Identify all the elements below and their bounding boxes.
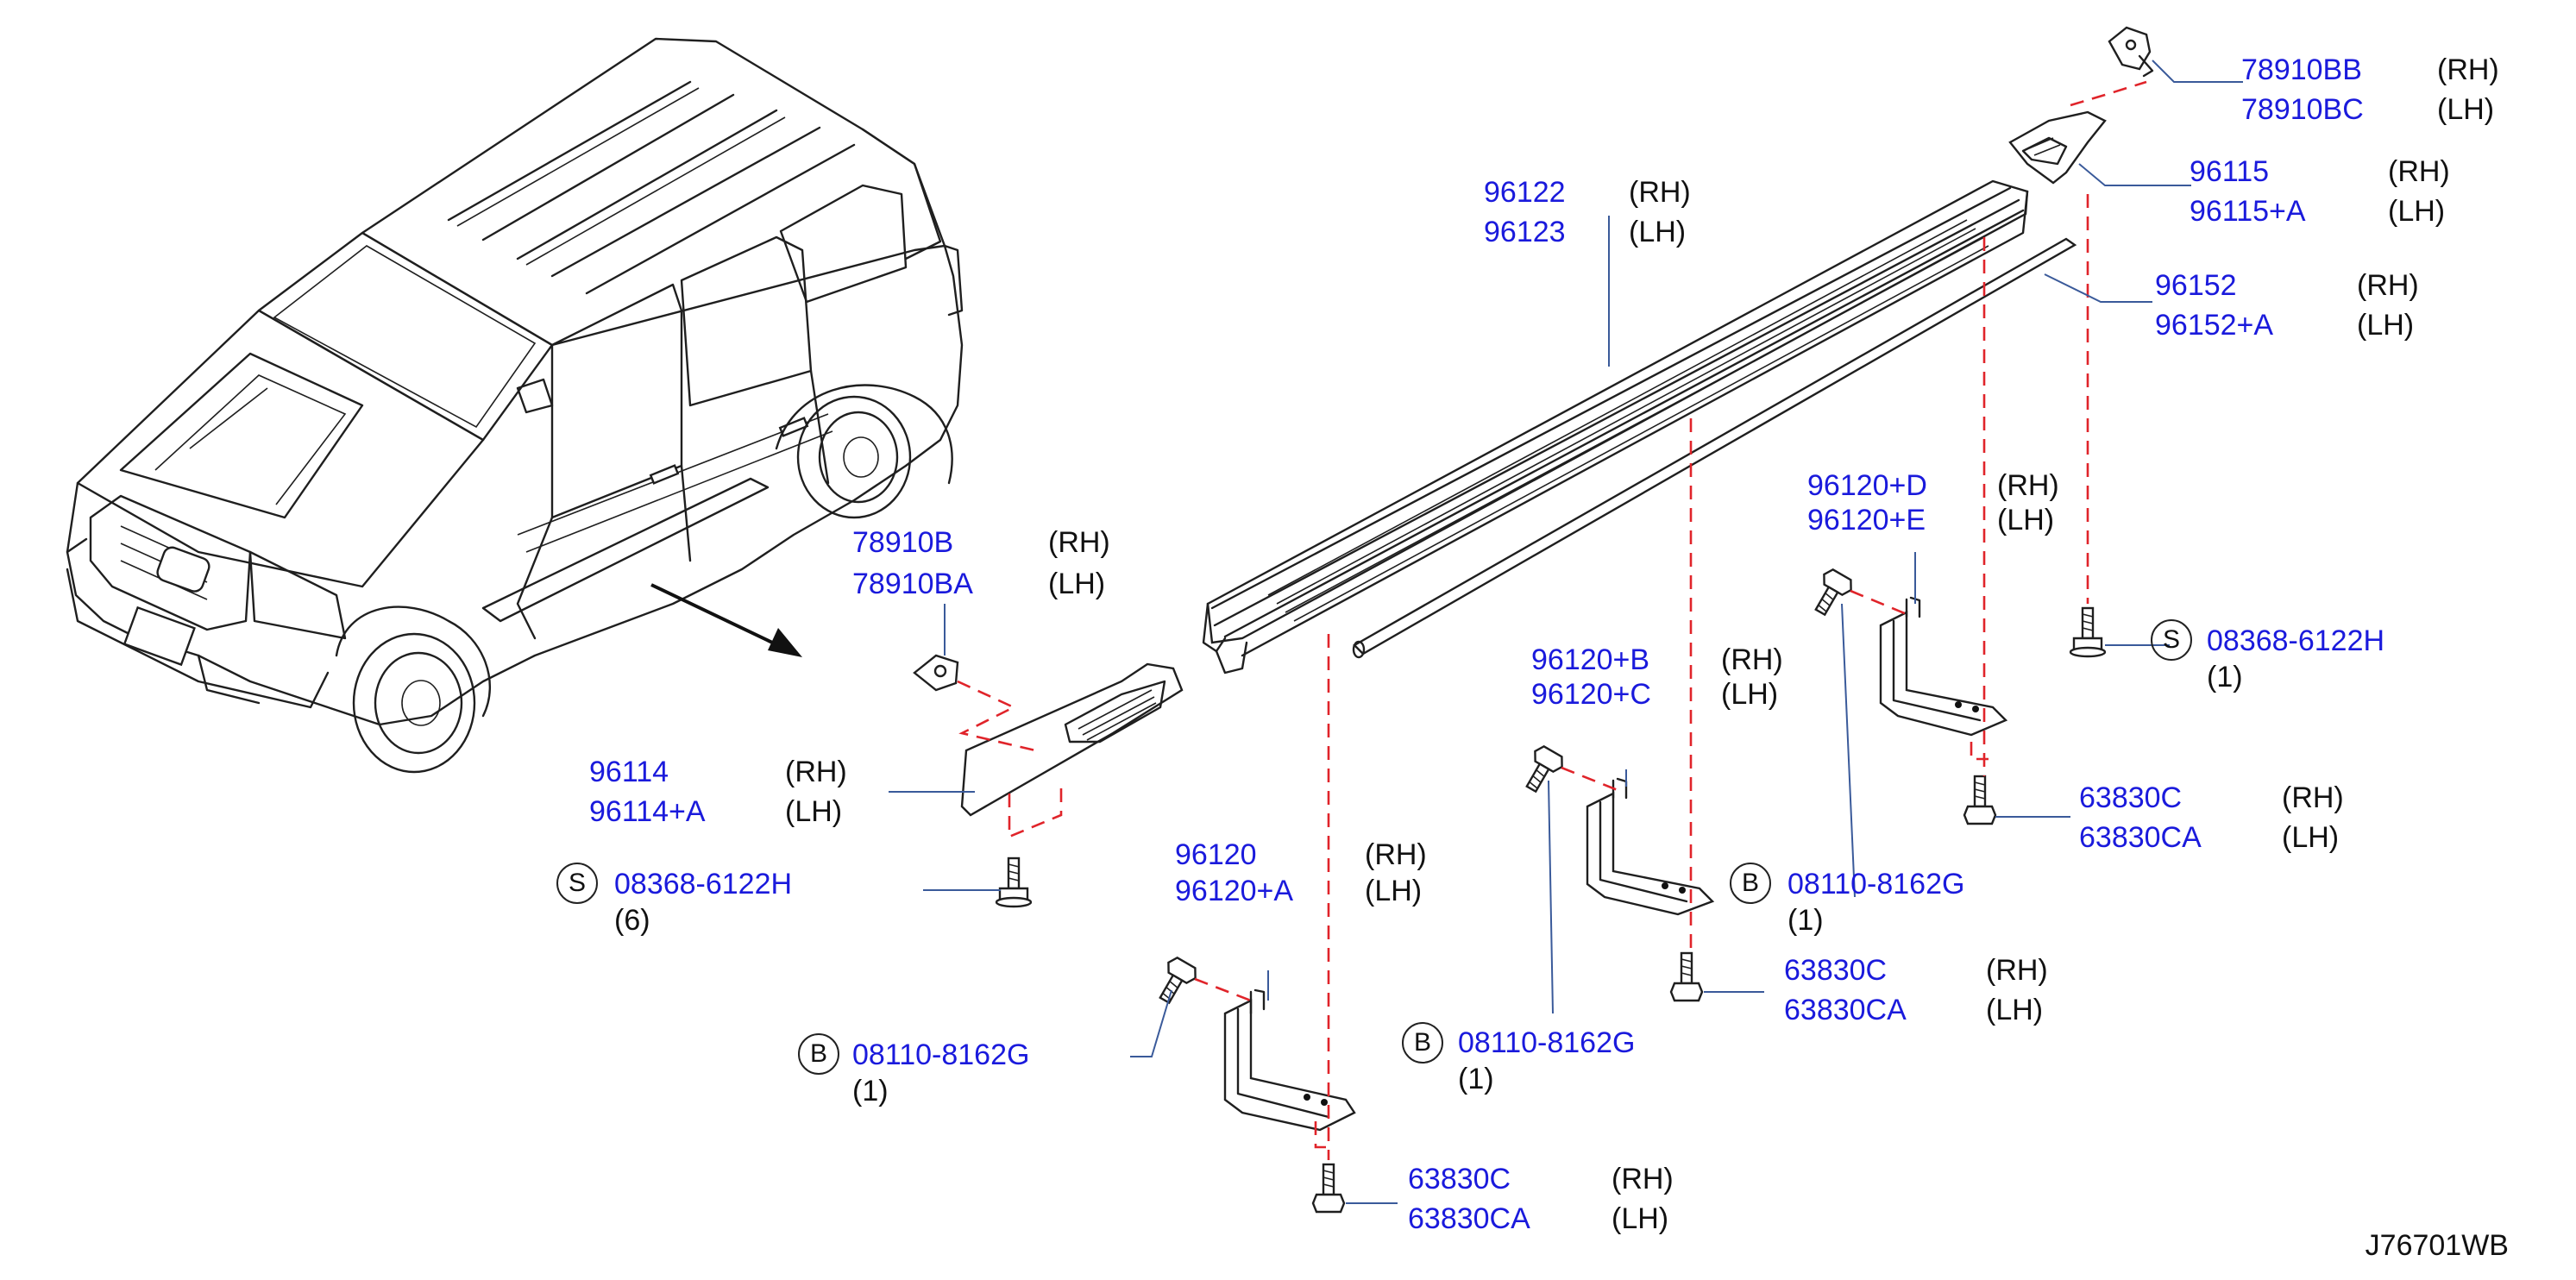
bolt-symbol: B xyxy=(798,1033,839,1075)
quantity-label: (1) xyxy=(1458,1063,1494,1095)
part-number-96120d[interactable]: 96120+D xyxy=(1807,469,1927,502)
part-number-08110-8162g[interactable]: 08110-8162G xyxy=(852,1038,1030,1071)
side-step-main xyxy=(1202,179,2029,675)
part-number-96114[interactable]: 96114 xyxy=(589,756,669,788)
diagram-reference: J76701WB xyxy=(2365,1229,2509,1262)
bolt-rear-bracket xyxy=(1814,568,1852,617)
side-label: (RH) xyxy=(1629,176,1691,209)
part-number-63830c[interactable]: 63830C xyxy=(1408,1163,1511,1195)
side-label: (RH) xyxy=(1365,838,1427,871)
part-number-96120[interactable]: 96120 xyxy=(1175,838,1257,871)
bolt-symbol: B xyxy=(1730,863,1771,904)
side-label: (LH) xyxy=(2357,309,2415,342)
part-number-96114a[interactable]: 96114+A xyxy=(589,795,706,828)
screw-front-cap xyxy=(995,856,1033,908)
quantity-label: (1) xyxy=(2207,661,2243,693)
part-number-78910b[interactable]: 78910B xyxy=(852,526,954,559)
part-number-63830c[interactable]: 63830C xyxy=(2079,781,2183,814)
part-number-96123[interactable]: 96123 xyxy=(1484,216,1566,248)
bracket-front xyxy=(1223,988,1356,1132)
bolt-bottom-front xyxy=(1311,1163,1346,1214)
bolt-symbol: B xyxy=(1402,1022,1443,1064)
side-label: (RH) xyxy=(1612,1163,1674,1195)
side-label: (RH) xyxy=(2437,53,2499,86)
bolt-front-bracket xyxy=(1159,956,1197,1005)
side-label: (LH) xyxy=(2437,93,2495,126)
bolt-bottom-middle xyxy=(1669,951,1704,1002)
side-label: (LH) xyxy=(2388,195,2446,228)
side-label: (LH) xyxy=(2282,821,2340,854)
leader-lines xyxy=(889,60,2243,1204)
screw-symbol: S xyxy=(2151,619,2192,661)
part-number-63830ca[interactable]: 63830CA xyxy=(2079,821,2202,854)
part-number-96120c[interactable]: 96120+C xyxy=(1531,678,1651,711)
part-number-08110-8162g[interactable]: 08110-8162G xyxy=(1787,868,1965,900)
side-label: (RH) xyxy=(2282,781,2344,814)
part-number-96115[interactable]: 96115 xyxy=(2190,155,2270,188)
side-rail xyxy=(1352,237,2077,659)
side-label: (LH) xyxy=(785,795,843,828)
screw-rear-cap xyxy=(2069,606,2107,658)
side-label: (RH) xyxy=(1048,526,1110,559)
front-end-cap xyxy=(960,662,1184,817)
bracket-rear xyxy=(1879,596,2008,737)
quantity-label: (1) xyxy=(1787,904,1824,937)
part-number-96120a[interactable]: 96120+A xyxy=(1175,875,1294,907)
rear-end-cap xyxy=(2008,110,2107,185)
assembly-lines xyxy=(957,80,2147,1160)
side-label: (RH) xyxy=(2388,155,2450,188)
side-label: (LH) xyxy=(1997,504,2055,536)
part-number-63830c[interactable]: 63830C xyxy=(1784,954,1888,987)
part-number-96115a[interactable]: 96115+A xyxy=(2190,195,2306,228)
side-label: (LH) xyxy=(1048,568,1106,600)
quantity-label: (1) xyxy=(852,1075,889,1107)
part-number-08368-6122h[interactable]: 08368-6122H xyxy=(2207,624,2385,657)
bolt-middle-bracket xyxy=(1525,744,1563,794)
direction-arrow xyxy=(650,583,802,657)
part-number-96152a[interactable]: 96152+A xyxy=(2155,309,2274,342)
side-label: (LH) xyxy=(1365,875,1423,907)
quantity-label: (6) xyxy=(614,904,650,937)
side-label: (LH) xyxy=(1612,1202,1669,1235)
clip-rear xyxy=(2108,26,2154,78)
part-number-78910ba[interactable]: 78910BA xyxy=(852,568,973,600)
side-label: (RH) xyxy=(785,756,847,788)
side-label: (LH) xyxy=(1986,994,2044,1026)
part-number-63830ca[interactable]: 63830CA xyxy=(1784,994,1907,1026)
part-number-96122[interactable]: 96122 xyxy=(1484,176,1566,209)
bracket-middle xyxy=(1586,777,1715,916)
side-label: (RH) xyxy=(2357,269,2419,302)
part-number-78910bb[interactable]: 78910BB xyxy=(2241,53,2362,86)
part-number-96152[interactable]: 96152 xyxy=(2155,269,2237,302)
side-label: (LH) xyxy=(1721,678,1779,711)
side-label: (RH) xyxy=(1986,954,2048,987)
part-number-78910bc[interactable]: 78910BC xyxy=(2241,93,2364,126)
side-label: (RH) xyxy=(1721,643,1783,676)
bolt-bottom-rear xyxy=(1963,775,1997,825)
side-label: (RH) xyxy=(1997,469,2059,502)
vehicle-illustration xyxy=(66,37,964,774)
part-number-08110-8162g[interactable]: 08110-8162G xyxy=(1458,1026,1636,1059)
part-number-96120b[interactable]: 96120+B xyxy=(1531,643,1650,676)
part-number-96120e[interactable]: 96120+E xyxy=(1807,504,1926,536)
screw-symbol: S xyxy=(556,863,598,904)
side-label: (LH) xyxy=(1629,216,1687,248)
clip-front xyxy=(913,654,959,692)
part-number-63830ca[interactable]: 63830CA xyxy=(1408,1202,1530,1235)
part-number-08368-6122h[interactable]: 08368-6122H xyxy=(614,868,793,900)
